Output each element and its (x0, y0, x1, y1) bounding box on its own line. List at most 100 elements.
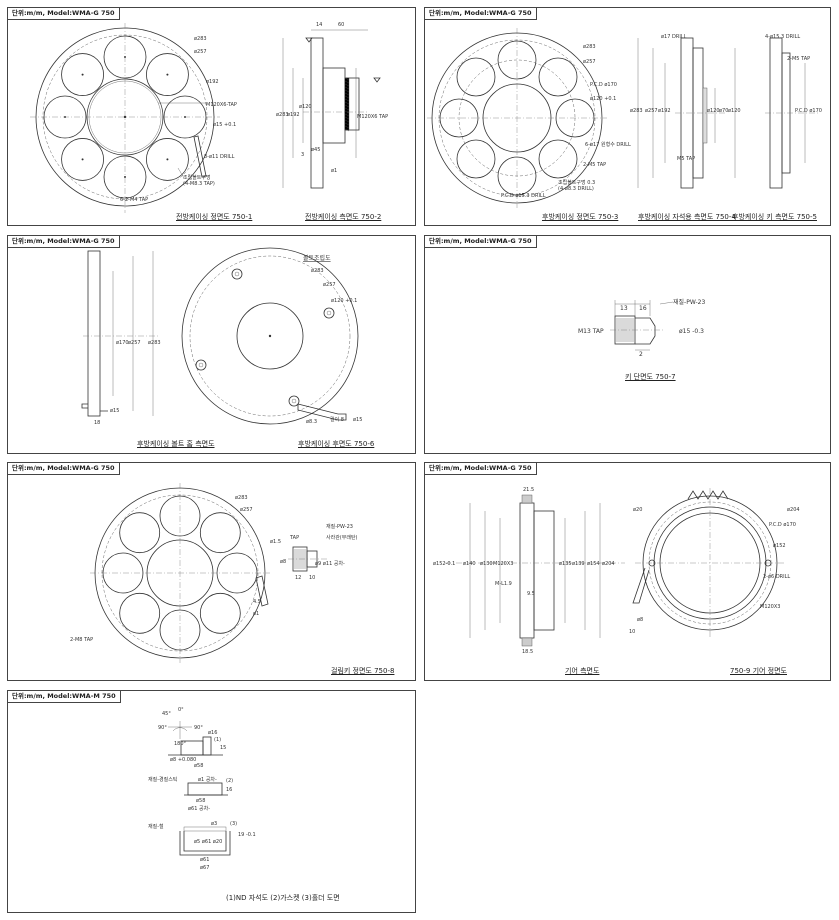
key-section-drawing: 13 16 재질-PW-23 M13 TAP ø15 -0.3 2 (578, 298, 705, 358)
note-pcd-drill: P.C.D ø15.3 DRILL (501, 193, 546, 199)
drawing-title: 볼트조립도 (303, 254, 331, 262)
material-gasket: 재질-경질스틱 (148, 776, 177, 783)
dim-s5-pcd: P.C.D ø170 (795, 108, 822, 114)
note-m4-tap: 6-2-M4 TAP (120, 197, 148, 203)
dim-f-drill: 2-ø6 DRILL (763, 574, 790, 580)
dim-d139: ø139 (572, 561, 585, 567)
rear-casing-drawing: ø283 ø257 P.C.D ø170 ø120 +0.1 6-ø17 원형수… (427, 28, 822, 208)
angle-90-left: 90° (158, 725, 167, 731)
panel-gear: 단위:m/m, Model:WMA-G 750 21.5 ø152-0.1 ø1… (424, 462, 831, 681)
dim-f-pcd: P.C.D ø170 (769, 522, 796, 528)
caption-locking-key: 걸림키 정면도 750-8 (331, 667, 395, 675)
dim-s4-d192: ø192 (658, 108, 671, 114)
dim-d120: ø120 +0.1 (590, 96, 616, 102)
note-bolt-drill: (4-ø8.3 DRILL) (558, 186, 594, 192)
gear-front-view: ø20 ø204 P.C.D ø170 ø152 2-ø6 DRILL M120… (629, 488, 800, 638)
dim-d283: ø283 (311, 268, 324, 274)
dim-h67: ø67 (200, 865, 209, 871)
panel-bolt-assembly: 단위:m/m, Model:WMA-G 750 ø170 ø257 ø283 ø… (7, 235, 416, 454)
dim-d283: ø283 (235, 495, 248, 501)
dim-h19: 19 -0.1 (238, 832, 256, 838)
dim-d15: ø15 -0.3 (679, 328, 704, 335)
dim-d58: ø58 (194, 763, 203, 769)
panel-unit-tag: 단위:m/m, Model:WMA-G 750 (425, 463, 537, 475)
dim-d1-tol: ø1 공차- (198, 776, 217, 783)
angle-0: 0° (178, 707, 184, 713)
panel-locking-key: 단위:m/m, Model:WMA-G 750 ø283 ø257 2-M8 T… (7, 462, 416, 681)
dim-side-60: 60 (338, 22, 344, 28)
dim-side-d283: ø283 (276, 112, 289, 118)
dim-g58: ø58 (196, 798, 205, 804)
dim-d204: ø204 (602, 561, 615, 567)
front-casing-drawing: ø283 ø257 ø192 M120X6-TAP ø15 +0.1 8-ø11… (30, 22, 388, 213)
rear-back-view: 볼트조립도 ø283 ø257 ø120 +0.1 ø8.3 길이 8 ø15 (181, 247, 362, 425)
dim-s4-d70: ø70 (719, 108, 728, 114)
dim-d192: ø192 (206, 79, 219, 85)
dim-m-l1-9: M-L1.9 (495, 581, 512, 587)
dim-f-d20: ø20 (633, 507, 642, 513)
dim-pcd: P.C.D ø170 (590, 82, 617, 88)
dim-side-d192: ø192 (287, 112, 300, 118)
dim-side-d1: ø1 (331, 168, 337, 174)
dim-d257: ø257 (240, 507, 253, 513)
dim-f-d152: ø152 (773, 543, 786, 549)
dim-s-18: 18 (94, 420, 100, 426)
panel-key-section: 단위:m/m, Model:WMA-G 750 13 16 재질-PW-23 M… (424, 235, 831, 454)
caption-back-view: 후방케이싱 후면도 750-6 (298, 440, 375, 448)
dim-d154: ø154 (587, 561, 600, 567)
dim-d8: ø8 +0.080 (170, 757, 196, 763)
panel-front-casing: 단위:m/m, Model:WMA-G 750 ø283 ø257 ø192 M… (7, 7, 416, 226)
dim-s4-d283: ø283 (630, 108, 643, 114)
dim-s5-tap: 2-M5 TAP (787, 56, 810, 62)
locking-front-view: ø283 ø257 2-M8 TAP 4.5 ø1 (70, 483, 270, 663)
note-drill: 6-ø17 원형수 DRILL (585, 141, 631, 148)
dim-f-d204: ø204 (787, 507, 800, 513)
material-holder: 재질-철 (148, 823, 164, 830)
caption-front-view: 전방케이싱 정면도 750-1 (176, 213, 253, 221)
dim-g16: 16 (226, 787, 232, 793)
gasket-drawing: 재질-경질스틱 ø1 공차- (2) 16 ø58 ø61 공차- (148, 776, 233, 812)
dim-s4-drill: ø17 DRILL (661, 34, 687, 40)
rear-front-view: ø283 ø257 P.C.D ø170 ø120 +0.1 6-ø17 원형수… (427, 28, 631, 208)
dim-21-5: 21.5 (523, 487, 534, 493)
note-m8-tap: 2-M8 TAP (70, 637, 93, 643)
dim-d1-5: ø1.5 (270, 539, 281, 545)
dim-d130: ø130 (480, 561, 493, 567)
dim-bolt-length: 길이 8 (330, 416, 344, 423)
dim-d283: ø283 (194, 36, 207, 42)
label-1: (1) (214, 737, 221, 743)
caption-rear-front: 후방케이싱 정면도 750-3 (542, 213, 619, 221)
dim-d1: ø1 (253, 611, 259, 617)
dim-bolt-d83: ø8.3 (306, 419, 317, 425)
material-note: 재질-PW-23 (673, 298, 705, 306)
caption-parts: (1)ND 자석도 (2)가스켓 (3)홀더 도면 (226, 894, 340, 902)
bolt-groove-side-view: ø170 ø257 ø283 ø15 18 (81, 250, 161, 426)
dim-side-d120: ø120 (299, 104, 312, 110)
dim-d135: ø135 (559, 561, 572, 567)
dim-s4-d120: ø120 (707, 108, 720, 114)
dim-f-10: 10 (629, 629, 635, 635)
dim-16: 16 (639, 305, 647, 312)
front-view: ø283 ø257 ø192 M120X6-TAP ø15 +0.1 8-ø11… (30, 23, 237, 213)
gear-side-view: 21.5 ø152-0.1 ø140 ø130 M120X3 ø135 ø139… (433, 487, 625, 655)
dim-13: 13 (620, 305, 628, 312)
panel-unit-tag: 단위:m/m, Model:WMA-G 750 (425, 236, 537, 248)
dim-2: 2 (639, 351, 643, 358)
note-drill: 8-ø11 DRILL (204, 154, 235, 160)
dim-m13-tap: M13 TAP (578, 328, 604, 335)
note-bolt-tap: (4-M8.3 TAP) (183, 181, 215, 187)
dim-tap: TAP (289, 535, 299, 541)
panel-magnet-gasket-holder: 단위:m/m, Model:WMA-M 750 45° 0° 90° 90° 1… (7, 690, 416, 913)
caption-rear-magnet: 후방케이싱 자석용 측면도 750-4 (638, 213, 736, 221)
dim-12: 12 (295, 575, 301, 581)
dim-4-5: 4.5 (253, 599, 261, 605)
dim-d120: ø120 +0.1 (331, 298, 357, 304)
dim-d257: ø257 (323, 282, 336, 288)
dim-s-d257: ø257 (128, 340, 141, 346)
note-m5-tap: 2-M5 TAP (583, 162, 606, 168)
dim-f-m120: M120X3 (760, 604, 780, 610)
material-note-2: 사라관(무래탄) (326, 534, 358, 541)
dim-side-d45: ø45 (311, 147, 320, 153)
panel-unit-tag: 단위:m/m, Model:WMA-G 750 (425, 8, 537, 20)
dim-d283: ø283 (583, 44, 596, 50)
